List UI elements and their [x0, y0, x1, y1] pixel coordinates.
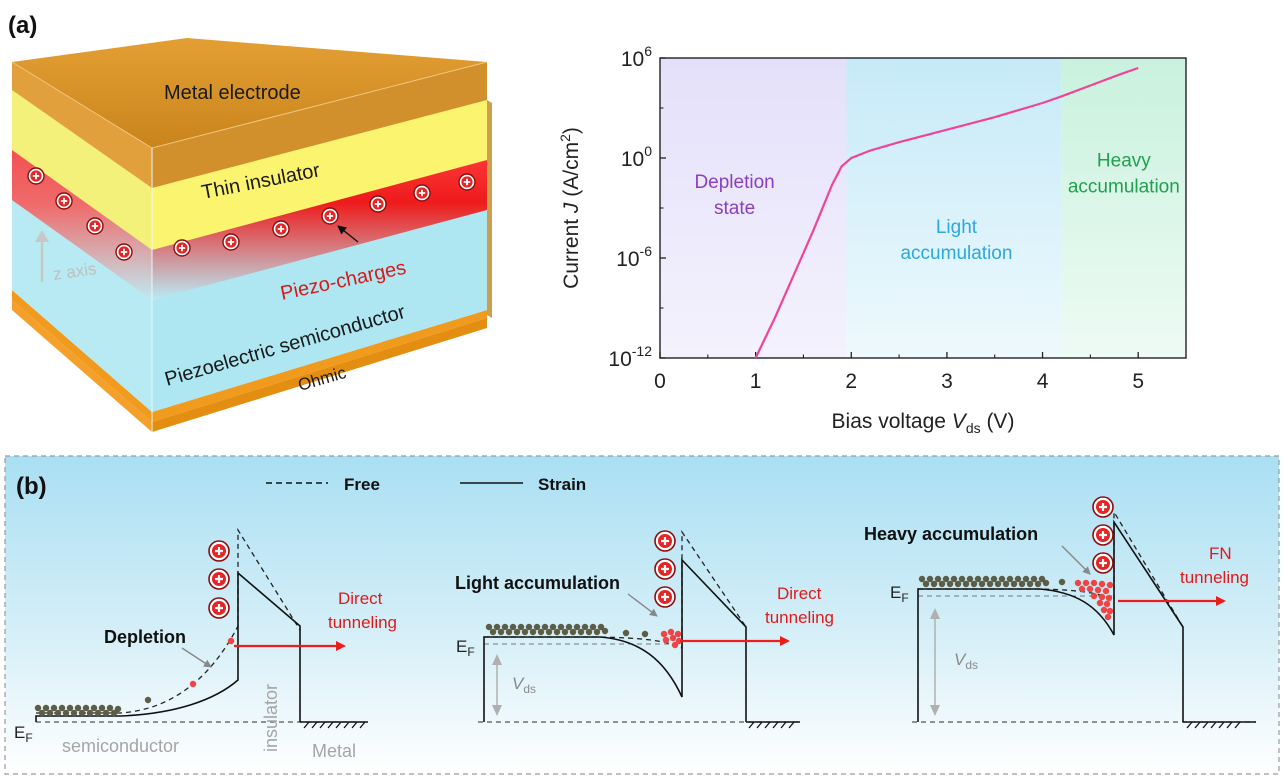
plus-charge-icon	[115, 243, 133, 261]
tunneling-label-line2: tunneling	[1180, 568, 1249, 587]
metal-hatch	[303, 721, 366, 729]
jv-curve	[754, 66, 1139, 359]
insulator-front	[12, 90, 152, 250]
fermi-level-label: EF	[890, 583, 909, 605]
x-tick-label: 1	[750, 370, 762, 393]
semiconductor-side	[152, 200, 487, 412]
device-stack: z axis Metal electrode Thin insulator Pi…	[11, 38, 492, 432]
band-diagram-light-accumulation: Direct tunneling Light accumulation EF V…	[455, 529, 834, 729]
y-tick-label: 10-12	[608, 343, 652, 371]
x-tick-label: 5	[1132, 370, 1144, 393]
panel-b: (b) Free Strain	[4, 455, 1280, 775]
legend-strain-label: Strain	[538, 475, 586, 494]
metal-side	[152, 62, 487, 188]
semiconductor-front	[12, 190, 152, 412]
plus-charge-icon	[653, 529, 677, 553]
electron-dots	[34, 696, 152, 717]
semiconductor-region-label: semiconductor	[62, 736, 179, 756]
metal-electrode-label: Metal electrode	[164, 82, 301, 104]
plus-charge-icon	[1091, 523, 1115, 547]
band-diagram-depletion: Direct tunneling Depletion EF semiconduc…	[14, 527, 397, 761]
metal-front	[12, 62, 152, 188]
chart-series	[754, 66, 1139, 359]
depletion-label: Depletion	[104, 627, 186, 647]
heavy-accumulation-label: Heavy accumulation	[864, 524, 1038, 544]
tunneling-label-line1: FN	[1209, 544, 1232, 563]
jv-chart: 0 1 2 3 4 5 10-12 10-6 100 106 Depletion stateLigh…	[557, 43, 1187, 436]
y-axis-title: Current J (A/cm2)	[557, 127, 583, 289]
accumulated-electron-dots	[660, 628, 683, 649]
vds-label: Vds	[954, 650, 978, 672]
chart-regions	[660, 58, 1186, 358]
fermi-level-label: EF	[14, 723, 33, 745]
chart-ticks: 0 1 2 3 4 5 10-12 10-6 100 106	[608, 43, 1144, 393]
plus-charge-icon	[653, 557, 677, 581]
vds-label: Vds	[512, 674, 536, 696]
strain-band-line	[483, 558, 747, 722]
plus-charge-icon	[369, 195, 387, 213]
chart-region	[1061, 58, 1186, 358]
plus-charge-icon	[55, 192, 73, 210]
metal-hatch	[748, 721, 795, 729]
x-tick-label: 4	[1037, 370, 1049, 393]
plus-charge-icon	[86, 217, 104, 235]
plus-charge-icon	[27, 167, 45, 185]
piezo-front	[12, 140, 152, 300]
legend-free-label: Free	[344, 475, 380, 494]
x-tick-label: 2	[845, 370, 857, 393]
plus-charge-icon	[173, 239, 191, 257]
region-label: state	[714, 198, 755, 219]
chart-region	[846, 58, 1062, 358]
region-label: Heavy	[1097, 150, 1151, 171]
x-axis-title: Bias voltage Vds (V)	[832, 410, 1015, 436]
region-label: Depletion	[694, 172, 774, 193]
panel-b-frame	[4, 455, 1280, 775]
x-tick-label: 0	[654, 370, 666, 393]
panel-b-label: (b)	[16, 473, 47, 500]
tunneling-label-line2: tunneling	[765, 608, 834, 627]
electron-dots	[918, 575, 1066, 588]
metal-hatch	[1186, 721, 1241, 729]
tunneling-label-line1: Direct	[777, 584, 822, 603]
insulator-side	[152, 100, 487, 250]
electron-dots	[485, 623, 649, 638]
piezo-side	[152, 150, 487, 300]
region-label: accumulation	[900, 243, 1012, 264]
panel-a-label: (a)	[8, 12, 37, 39]
plus-charge-icon	[272, 220, 290, 238]
plus-charge-icon	[413, 184, 431, 202]
plus-charge-icon	[207, 596, 231, 620]
tunneling-label-line1: Direct	[338, 589, 383, 608]
y-tick-label: 100	[621, 143, 652, 171]
plus-charge-icon	[1091, 495, 1115, 519]
metal-region-label: Metal	[312, 741, 356, 761]
tunneling-label-line2: tunneling	[328, 613, 397, 632]
side-strip	[487, 100, 492, 318]
plus-charge-icon	[207, 567, 231, 591]
charge-pointer-arrow	[337, 225, 359, 243]
y-tick-label: 106	[621, 43, 652, 71]
plus-charge-icon	[653, 585, 677, 609]
strain-band-line	[35, 571, 301, 722]
plus-charge-icon	[1091, 551, 1115, 575]
plus-charge-icon	[222, 233, 240, 251]
accumulated-electron-dots	[1074, 579, 1114, 621]
strain-band-line	[917, 519, 1184, 722]
fermi-level-label: EF	[456, 637, 475, 659]
plus-charge-icon	[321, 207, 339, 225]
region-label: Light	[936, 217, 978, 238]
x-tick-label: 3	[941, 370, 953, 393]
plus-charge-icon	[207, 539, 231, 563]
y-tick-label: 10-6	[616, 243, 652, 271]
metal-top	[12, 38, 487, 148]
region-label: accumulation	[1068, 176, 1180, 197]
plus-charge-icon	[458, 173, 476, 191]
insulator-region-label: insulator	[261, 684, 281, 752]
band-diagram-heavy-accumulation: FN tunneling Heavy accumulation EF Vds	[864, 495, 1256, 729]
light-accumulation-label: Light accumulation	[455, 573, 620, 593]
chart-region	[660, 58, 847, 358]
